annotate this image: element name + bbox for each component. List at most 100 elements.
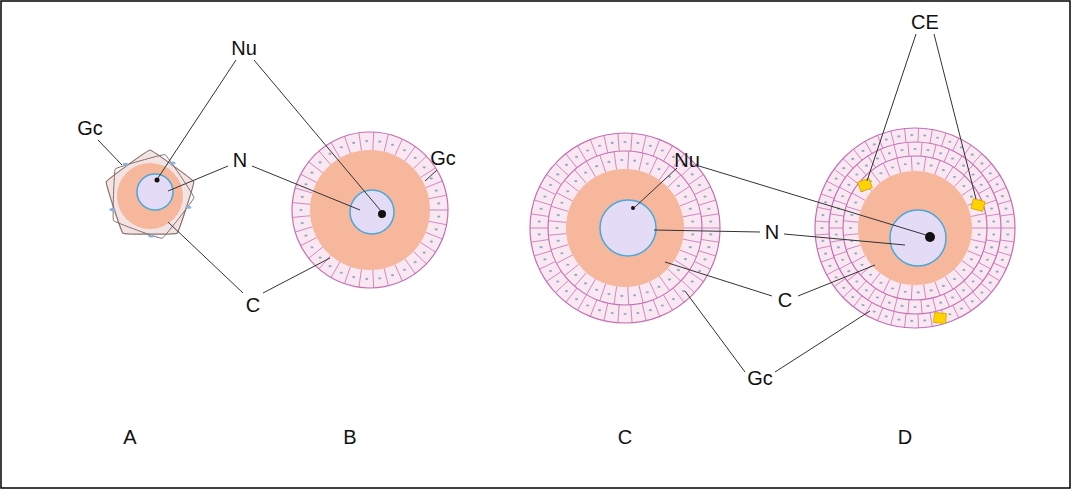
cell-wall bbox=[846, 206, 860, 210]
cell-nucleus bbox=[543, 258, 546, 260]
cell-nucleus bbox=[891, 287, 894, 289]
cell-wall bbox=[531, 239, 549, 242]
cell-wall bbox=[405, 259, 415, 274]
cell-nucleus bbox=[888, 302, 891, 304]
cell-wall bbox=[650, 282, 657, 298]
cell-nucleus bbox=[980, 162, 983, 164]
cell-nucleus bbox=[538, 220, 541, 222]
cell-wall bbox=[683, 213, 701, 216]
cell-nucleus bbox=[876, 296, 879, 298]
cell-wall bbox=[547, 174, 562, 184]
cell-nucleus bbox=[820, 227, 823, 229]
cell-nucleus bbox=[304, 183, 307, 185]
cell-wall bbox=[681, 280, 694, 292]
cell-wall bbox=[897, 158, 901, 173]
cell-wall bbox=[972, 175, 983, 184]
cell-nucleus bbox=[1006, 220, 1009, 222]
cell-nucleus bbox=[557, 214, 560, 216]
cell-nucleus bbox=[910, 134, 913, 136]
cell-nucleus bbox=[913, 306, 916, 308]
cell-nucleus bbox=[430, 177, 433, 179]
cell-wall bbox=[883, 163, 890, 176]
cell-nucleus bbox=[854, 252, 857, 254]
cell-nucleus bbox=[403, 149, 406, 151]
cell-nucleus bbox=[611, 312, 614, 314]
part-label: Gc bbox=[747, 367, 773, 389]
cell-nucleus bbox=[865, 289, 868, 291]
cell-nucleus bbox=[926, 149, 929, 151]
granulosa-layer bbox=[292, 132, 448, 288]
cell-wall bbox=[954, 288, 962, 300]
cell-nucleus bbox=[682, 290, 685, 292]
cell-wall bbox=[817, 207, 831, 210]
cell-nucleus bbox=[318, 161, 321, 163]
cell-wall bbox=[883, 279, 890, 292]
cell-wall bbox=[972, 228, 987, 229]
cell-nucleus bbox=[707, 208, 710, 210]
granulosa-layer bbox=[530, 133, 720, 323]
cell-nucleus bbox=[620, 295, 623, 297]
cell-nucleus bbox=[989, 172, 992, 174]
cell-nucleus bbox=[672, 298, 675, 300]
call-exner-body bbox=[858, 178, 873, 192]
figure-letter: D bbox=[898, 426, 912, 448]
cell-wall bbox=[564, 180, 578, 191]
cell-wall bbox=[994, 187, 1007, 193]
part-label: Gc bbox=[430, 147, 456, 169]
cell-nucleus bbox=[926, 305, 929, 307]
cell-wall bbox=[953, 305, 959, 318]
cell-wall bbox=[944, 149, 950, 162]
cell-nucleus bbox=[310, 172, 313, 174]
cell-nucleus bbox=[828, 265, 831, 267]
cell-nucleus bbox=[837, 246, 840, 248]
cell-nucleus bbox=[328, 153, 331, 155]
leader-line bbox=[168, 222, 243, 293]
cell-wall bbox=[547, 271, 562, 281]
leader-line bbox=[425, 170, 437, 181]
cell-nucleus bbox=[707, 246, 710, 248]
cell-wall bbox=[531, 214, 549, 217]
cell-wall bbox=[702, 228, 720, 229]
cell-nucleus bbox=[123, 163, 129, 166]
cell-wall bbox=[963, 299, 971, 311]
cell-nucleus bbox=[607, 293, 610, 295]
cell-wall bbox=[548, 234, 566, 236]
cell-wall bbox=[557, 255, 573, 263]
cell-nucleus bbox=[703, 258, 706, 260]
cell-nucleus bbox=[340, 272, 343, 274]
cell-wall bbox=[614, 152, 617, 170]
cell-wall bbox=[857, 165, 866, 175]
cell-wall bbox=[908, 300, 909, 314]
cell-nucleus bbox=[960, 307, 963, 309]
cell-nucleus bbox=[879, 172, 882, 174]
cell-wall bbox=[843, 221, 858, 223]
nucleus bbox=[890, 210, 946, 266]
cell-nucleus bbox=[930, 164, 933, 166]
cell-nucleus bbox=[972, 173, 975, 175]
cell-wall bbox=[587, 279, 596, 295]
cell-nucleus bbox=[1001, 259, 1004, 261]
cell-nucleus bbox=[646, 163, 649, 165]
cell-nucleus bbox=[611, 142, 614, 144]
cell-wall bbox=[911, 285, 913, 300]
cell-nucleus bbox=[970, 196, 973, 198]
cell-wall bbox=[821, 257, 834, 262]
cell-nucleus bbox=[990, 208, 993, 210]
cell-wall bbox=[945, 276, 953, 289]
cell-nucleus bbox=[574, 274, 577, 276]
cell-wall bbox=[420, 242, 435, 252]
cell-nucleus bbox=[900, 305, 903, 307]
cell-wall bbox=[994, 263, 1007, 269]
cell-wall bbox=[998, 200, 1011, 204]
cell-nucleus bbox=[555, 227, 558, 229]
cell-wall bbox=[978, 187, 990, 194]
cell-nucleus bbox=[953, 176, 956, 178]
cell-nucleus bbox=[586, 304, 589, 306]
cell-nucleus bbox=[575, 156, 578, 158]
cell-nucleus bbox=[904, 291, 907, 293]
cell-wall bbox=[918, 128, 919, 142]
cell-nucleus bbox=[698, 270, 701, 272]
cell-wall bbox=[680, 199, 697, 206]
cell-wall bbox=[829, 228, 843, 229]
